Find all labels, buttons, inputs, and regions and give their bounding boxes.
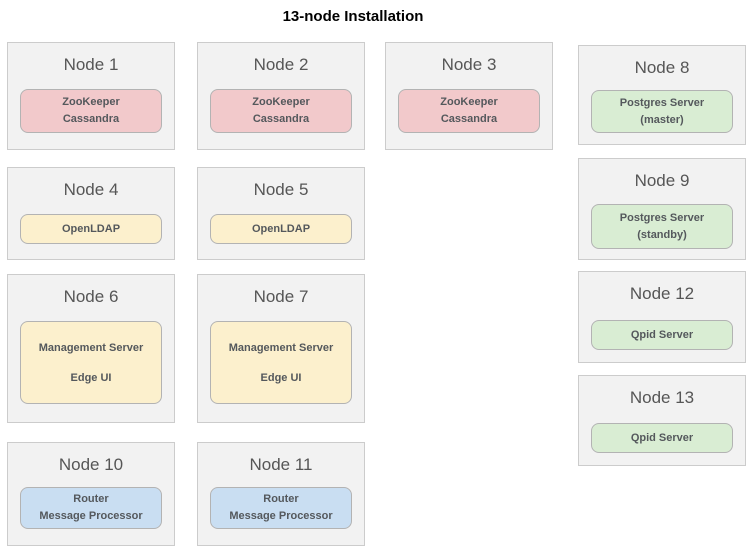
node-title: Node 8 bbox=[634, 58, 690, 77]
component-box-postgres-master: Postgres Server (master) bbox=[591, 90, 733, 133]
node-card-6: Node 6 Management Server Edge UI bbox=[7, 274, 175, 423]
component-label: ZooKeeper bbox=[252, 96, 310, 108]
node-card-5: Node 5 OpenLDAP bbox=[197, 167, 365, 260]
node-card-8: Node 8 Postgres Server (master) bbox=[578, 45, 746, 145]
node-card-2: Node 2 ZooKeeper Cassandra bbox=[197, 42, 365, 150]
node-title: Node 3 bbox=[441, 55, 497, 74]
component-box-postgres-standby: Postgres Server (standby) bbox=[591, 204, 733, 249]
node-card-11: Node 11 Router Message Processor bbox=[197, 442, 365, 546]
component-box-qpid-server: Qpid Server bbox=[591, 320, 733, 350]
component-box-management-server-edge-ui: Management Server Edge UI bbox=[20, 321, 162, 404]
component-label: Cassandra bbox=[62, 113, 120, 125]
node-title: Node 4 bbox=[63, 180, 119, 199]
component-label: Cassandra bbox=[440, 113, 498, 125]
component-label: Edge UI bbox=[70, 371, 112, 384]
component-label: Message Processor bbox=[229, 510, 333, 522]
component-label: Management Server bbox=[228, 341, 334, 354]
node-title: Node 2 bbox=[253, 55, 309, 74]
node-title: Node 7 bbox=[253, 287, 309, 306]
component-label: Management Server bbox=[38, 341, 144, 354]
component-label: OpenLDAP bbox=[61, 222, 121, 235]
component-label: OpenLDAP bbox=[251, 222, 311, 235]
node-card-10: Node 10 Router Message Processor bbox=[7, 442, 175, 546]
component-label: Message Processor bbox=[39, 510, 143, 522]
component-label: ZooKeeper bbox=[440, 96, 498, 108]
component-box-zookeeper-cassandra: ZooKeeper Cassandra bbox=[210, 89, 352, 133]
node-card-4: Node 4 OpenLDAP bbox=[7, 167, 175, 260]
node-card-7: Node 7 Management Server Edge UI bbox=[197, 274, 365, 423]
component-label: Edge UI bbox=[260, 371, 302, 384]
component-label: Router bbox=[73, 493, 109, 505]
component-label: ZooKeeper bbox=[62, 96, 120, 108]
component-label: Postgres Server bbox=[619, 96, 705, 109]
diagram-title: 13-node Installation bbox=[282, 8, 424, 25]
node-title: Node 6 bbox=[63, 287, 119, 306]
component-box-openldap: OpenLDAP bbox=[20, 214, 162, 244]
node-title: Node 5 bbox=[253, 180, 309, 199]
component-box-openldap: OpenLDAP bbox=[210, 214, 352, 244]
component-label: Cassandra bbox=[252, 113, 310, 125]
component-box-router-message-processor: Router Message Processor bbox=[210, 487, 352, 529]
component-label: Router bbox=[263, 493, 299, 505]
component-label: Qpid Server bbox=[630, 328, 694, 341]
node-title: Node 10 bbox=[58, 455, 124, 474]
component-label: Postgres Server bbox=[619, 211, 705, 224]
component-label: (standby) bbox=[637, 228, 687, 241]
component-label: Qpid Server bbox=[630, 431, 694, 444]
node-card-1: Node 1 ZooKeeper Cassandra bbox=[7, 42, 175, 150]
node-title: Node 11 bbox=[249, 455, 313, 474]
component-box-zookeeper-cassandra: ZooKeeper Cassandra bbox=[20, 89, 162, 133]
node-title: Node 12 bbox=[629, 284, 695, 303]
component-box-management-server-edge-ui: Management Server Edge UI bbox=[210, 321, 352, 404]
component-label: (master) bbox=[640, 113, 684, 126]
node-card-9: Node 9 Postgres Server (standby) bbox=[578, 158, 746, 260]
component-box-zookeeper-cassandra: ZooKeeper Cassandra bbox=[398, 89, 540, 133]
component-box-qpid-server: Qpid Server bbox=[591, 423, 733, 453]
node-title: Node 1 bbox=[63, 55, 119, 74]
node-title: Node 13 bbox=[629, 388, 695, 407]
node-title: Node 9 bbox=[634, 171, 690, 190]
node-card-3: Node 3 ZooKeeper Cassandra bbox=[385, 42, 553, 150]
component-box-router-message-processor: Router Message Processor bbox=[20, 487, 162, 529]
node-card-12: Node 12 Qpid Server bbox=[578, 271, 746, 363]
node-card-13: Node 13 Qpid Server bbox=[578, 375, 746, 466]
